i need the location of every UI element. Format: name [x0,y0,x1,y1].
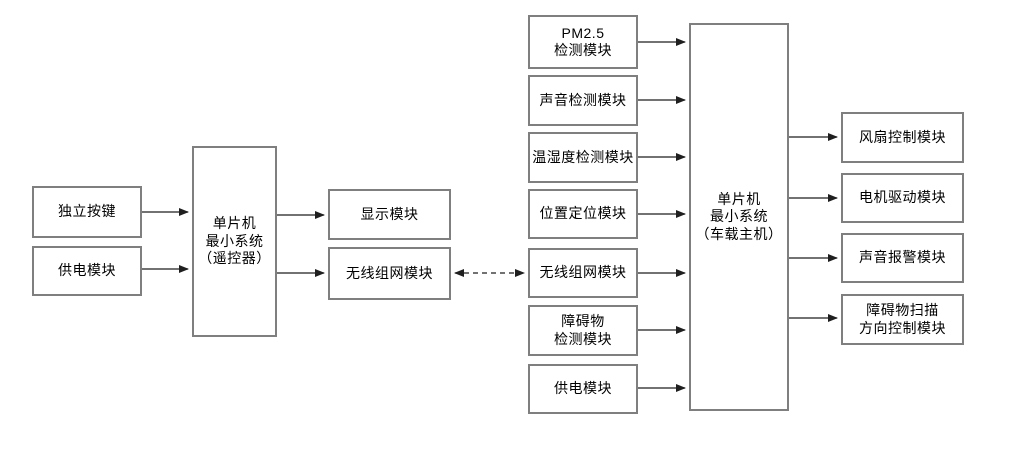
box-label: 位置定位模块 [539,205,627,222]
box-label: 显示模块 [360,205,419,222]
box-label: 声音检测模块 [539,91,627,108]
box-label: 独立按键 [58,203,116,220]
box-label: 单片机 最小系统 （遥控器） [198,215,271,267]
box-display-module: 显示模块 [328,189,451,240]
box-label: PM2.5 检测模块 [554,24,612,59]
box-label: 风扇控制模块 [859,128,946,145]
box-vehicle-mcu-minimum-system: 单片机 最小系统 （车载主机） [689,23,789,411]
box-pm25-detect-module: PM2.5 检测模块 [528,15,638,69]
box-remote-mcu-minimum-system: 单片机 最小系统 （遥控器） [192,146,277,337]
box-label: 供电模块 [58,262,116,279]
box-vehicle-power-module: 供电模块 [528,364,638,414]
box-label: 供电模块 [554,380,612,397]
box-label: 障碍物扫描 方向控制模块 [859,302,946,336]
box-motor-drive-module: 电机驱动模块 [841,173,964,223]
box-label: 声音报警模块 [859,249,946,266]
box-temp-humidity-detect-module: 温湿度检测模块 [528,132,638,183]
box-label: 温湿度检测模块 [532,148,634,165]
box-remote-power-module: 供电模块 [32,246,142,296]
box-obstacle-scan-direction-control-module: 障碍物扫描 方向控制模块 [841,294,964,345]
box-label: 无线组网模块 [346,264,433,281]
box-label: 障碍物 检测模块 [554,313,612,347]
box-label: 无线组网模块 [539,264,627,281]
box-positioning-module: 位置定位模块 [528,189,638,239]
box-sound-alarm-module: 声音报警模块 [841,233,964,283]
box-fan-control-module: 风扇控制模块 [841,112,964,163]
box-label: 电机驱动模块 [859,189,946,206]
box-independent-keys: 独立按键 [32,186,142,238]
box-vehicle-wireless-network-module: 无线组网模块 [528,248,638,298]
box-remote-wireless-network-module: 无线组网模块 [328,247,451,300]
box-label: 单片机 最小系统 （车载主机） [695,190,783,242]
box-obstacle-detect-module: 障碍物 检测模块 [528,305,638,356]
box-sound-detect-module: 声音检测模块 [528,75,638,126]
